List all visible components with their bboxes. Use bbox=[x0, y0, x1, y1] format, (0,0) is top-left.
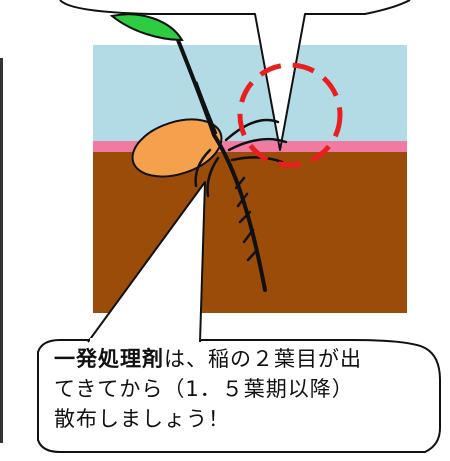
highlight-circle bbox=[237, 62, 343, 168]
callout-line-2: てきてから（1．５葉期以降） bbox=[54, 377, 354, 401]
left-border-line bbox=[0, 58, 3, 443]
second-leaf bbox=[194, 81, 218, 135]
callout-line-1: 一発処理剤は、稲の２葉目が出 bbox=[54, 344, 406, 374]
water-layer bbox=[93, 45, 407, 141]
herbicide-term: 一発処理剤 bbox=[54, 347, 164, 371]
speech-bubble-pointer bbox=[87, 181, 206, 343]
top-speech-bubble bbox=[59, 0, 411, 151]
callout-text: 一発処理剤は、稲の２葉目が出 てきてから（1．５葉期以降） 散布しましょう！ bbox=[54, 344, 406, 434]
callout-line-1-rest: は、稲の２葉目が出 bbox=[164, 347, 362, 371]
first-leaf bbox=[109, 13, 184, 42]
bottom-speech-bubble bbox=[37, 339, 441, 453]
pointer-join bbox=[90, 338, 198, 344]
main-root bbox=[212, 133, 267, 292]
callout-line-3: 散布しましょう！ bbox=[54, 407, 230, 431]
root-hairs bbox=[194, 118, 288, 262]
